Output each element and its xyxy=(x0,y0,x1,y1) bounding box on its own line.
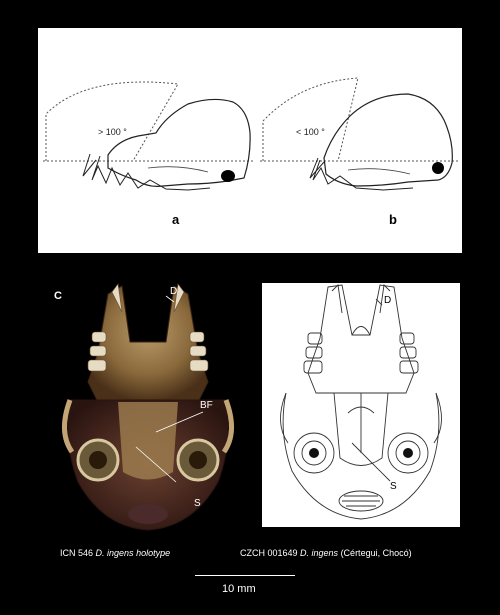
caption-specimen-species: D. ingens xyxy=(300,548,338,558)
caption-specimen-prefix: CZCH 001649 xyxy=(240,548,300,558)
skull-profile-drawings xyxy=(38,28,462,253)
scale-bar-label: 10 mm xyxy=(222,583,256,595)
caption-specimen-suffix: (Cértegui, Chocó) xyxy=(338,548,412,558)
panel-label-b: b xyxy=(389,212,397,227)
photo-label-d: D xyxy=(170,286,177,297)
skull-photo-ventral: C D BF S xyxy=(48,282,248,544)
drawing-label-d: D xyxy=(384,295,391,306)
caption-specimen: CZCH 001649 D. ingens (Cértegui, Chocó) xyxy=(240,548,412,558)
caption-holotype-species: D. ingens xyxy=(96,548,134,558)
panel-label-a: a xyxy=(172,212,179,227)
angle-arc-b xyxy=(263,78,358,161)
skull-photo-illustration xyxy=(48,282,248,544)
angle-label-a: > 100 ° xyxy=(98,127,127,137)
caption-holotype-prefix: ICN 546 xyxy=(60,548,96,558)
skull-b-outline xyxy=(324,94,452,186)
skull-b-zygoma xyxy=(348,169,410,174)
photo-label-bf: BF xyxy=(200,400,213,411)
photo-label-s: S xyxy=(194,498,201,509)
scale-bar xyxy=(195,575,295,576)
caption-holotype: ICN 546 D. ingens holotype xyxy=(60,548,170,558)
skull-a-zygoma xyxy=(148,167,208,172)
skull-b-ear xyxy=(432,162,444,174)
skull-a-ear xyxy=(221,170,235,182)
caption-holotype-suffix: holotype xyxy=(134,548,171,558)
skull-drawing-ventral: D S xyxy=(262,283,460,527)
drawing-label-s: S xyxy=(390,481,397,492)
angle-label-b: < 100 ° xyxy=(296,127,325,137)
skull-profile-panel: > 100 ° < 100 ° a b xyxy=(38,28,462,253)
panel-label-c: C xyxy=(54,290,62,302)
skull-line-drawing xyxy=(262,283,460,527)
